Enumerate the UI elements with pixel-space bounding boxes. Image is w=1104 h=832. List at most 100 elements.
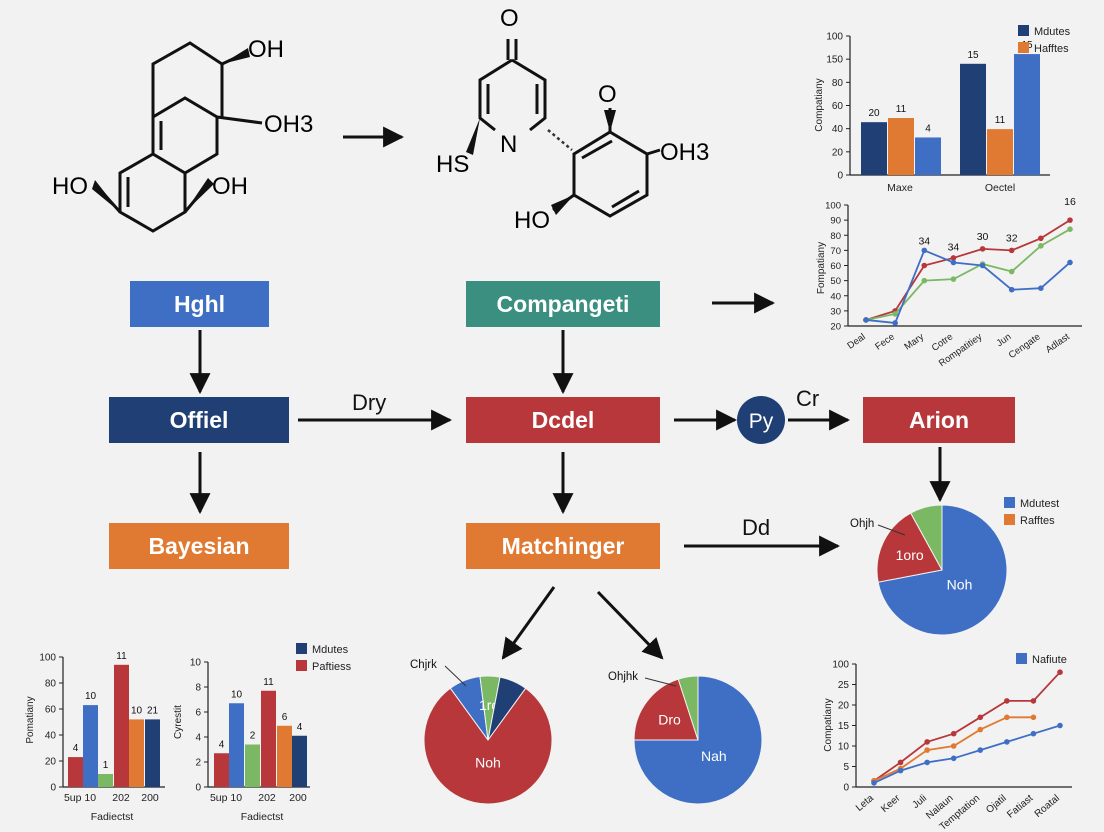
bar-value-label: 15 (967, 50, 979, 61)
pie-slice (877, 504, 1008, 636)
x-tick-label: Cengate (1007, 331, 1043, 361)
bar-value-label: 11 (896, 104, 907, 115)
pie-slice (633, 675, 763, 805)
bar-value-label: 4 (297, 722, 303, 733)
data-point (950, 259, 957, 266)
series-line (873, 724, 1061, 784)
data-point (950, 255, 957, 261)
molecule-right (478, 39, 661, 218)
data-point (1067, 226, 1073, 232)
label-ho: HO (52, 173, 88, 200)
y-tick-label: 40 (832, 124, 844, 135)
legend-label: Hafftes (1034, 43, 1069, 55)
label-hs: HS (436, 151, 469, 178)
label-oh3: OH3 (660, 139, 709, 166)
y-tick-label: 10 (190, 658, 202, 669)
legend-label: Mdutes (312, 644, 349, 656)
data-point (1030, 698, 1037, 704)
bar (261, 690, 276, 787)
pie-callout-line (444, 665, 467, 687)
data-point (921, 262, 928, 269)
wedge-bond (92, 180, 120, 212)
wedge-bond (222, 48, 250, 64)
point-label: 34 (948, 241, 960, 253)
bar-value-label: 10 (131, 705, 143, 716)
bar-value-label: 10 (231, 689, 243, 700)
data-point (1038, 285, 1044, 291)
pie-callout-line (877, 524, 906, 536)
y-tick-label: 4 (195, 733, 201, 744)
pie-slice-label: Noh (947, 577, 973, 593)
x-tick-label: Mary (902, 331, 926, 352)
y-tick-label: 60 (830, 261, 841, 272)
bar-value-label: 1 (103, 760, 109, 771)
box-compangeti: Compangeti (466, 281, 660, 327)
y-tick-label: 40 (45, 731, 57, 742)
label-oh: OH (248, 36, 284, 63)
bar (987, 129, 1013, 175)
series-line (865, 249, 1071, 324)
data-point (1004, 698, 1010, 704)
y-tick-label: 40 (830, 291, 841, 302)
bar-value-label: 2 (250, 731, 256, 742)
data-point (897, 759, 904, 766)
y-tick-label: 0 (837, 171, 843, 182)
x-tick-label: Oectel (985, 182, 1015, 194)
y-tick-label: 2 (195, 758, 201, 769)
y-tick-label: 80 (45, 679, 57, 690)
box-arion: Arion (863, 397, 1015, 443)
bar-value-label: 21 (147, 705, 159, 716)
edge-label-cr: Cr (796, 386, 820, 411)
legend-label: Mdutest (1020, 498, 1059, 510)
data-point (1008, 268, 1015, 275)
bar (98, 774, 113, 787)
top-right-bar: 02040608015010020114151115CompatianyMaxe… (814, 25, 1071, 194)
y-tick-label: 60 (45, 705, 57, 716)
legend-label: Rafftes (1020, 515, 1055, 527)
bar (1014, 54, 1040, 175)
data-point (1030, 714, 1037, 721)
bar (861, 122, 887, 175)
wedge-bond (185, 178, 214, 212)
legend-swatch (296, 643, 307, 654)
y-tick-label: 15 (838, 721, 850, 732)
x-tick-label: 5up 10 (210, 792, 242, 804)
legend-swatch (296, 660, 307, 671)
data-point (863, 317, 869, 323)
x-tick-label: Juli (910, 793, 929, 811)
x-tick-label: 5up 10 (64, 792, 96, 804)
y-tick-label: 20 (830, 322, 841, 333)
bar (129, 719, 144, 787)
x-tick-label: Deal (845, 331, 867, 351)
data-point (950, 755, 957, 762)
y-tick-label: 5 (843, 762, 849, 773)
x-tick-label: 200 (289, 792, 307, 804)
y-tick-label: 6 (195, 708, 201, 719)
y-tick-label: 60 (832, 101, 844, 112)
point-label: 16 (1064, 196, 1076, 208)
bar (214, 753, 229, 787)
label-o: O (598, 81, 617, 108)
x-tick-label: 200 (141, 792, 159, 804)
data-point (1038, 235, 1044, 242)
y-tick-label: 0 (50, 783, 56, 794)
bar-value-label: 4 (73, 743, 79, 754)
legend-swatch (1016, 653, 1027, 664)
bar (229, 703, 244, 787)
y-axis-label: Pomatiany (25, 696, 36, 743)
data-point (1030, 730, 1037, 737)
wedge-bond (604, 110, 616, 132)
label-ho: HO (514, 207, 550, 234)
bar (292, 735, 307, 787)
bar (145, 719, 160, 787)
y-axis-label: Fompatiany (816, 242, 827, 294)
y-tick-label: 100 (825, 201, 841, 212)
bar (245, 744, 260, 787)
box-bayesian: Bayesian (109, 523, 289, 569)
py-node (737, 396, 785, 444)
